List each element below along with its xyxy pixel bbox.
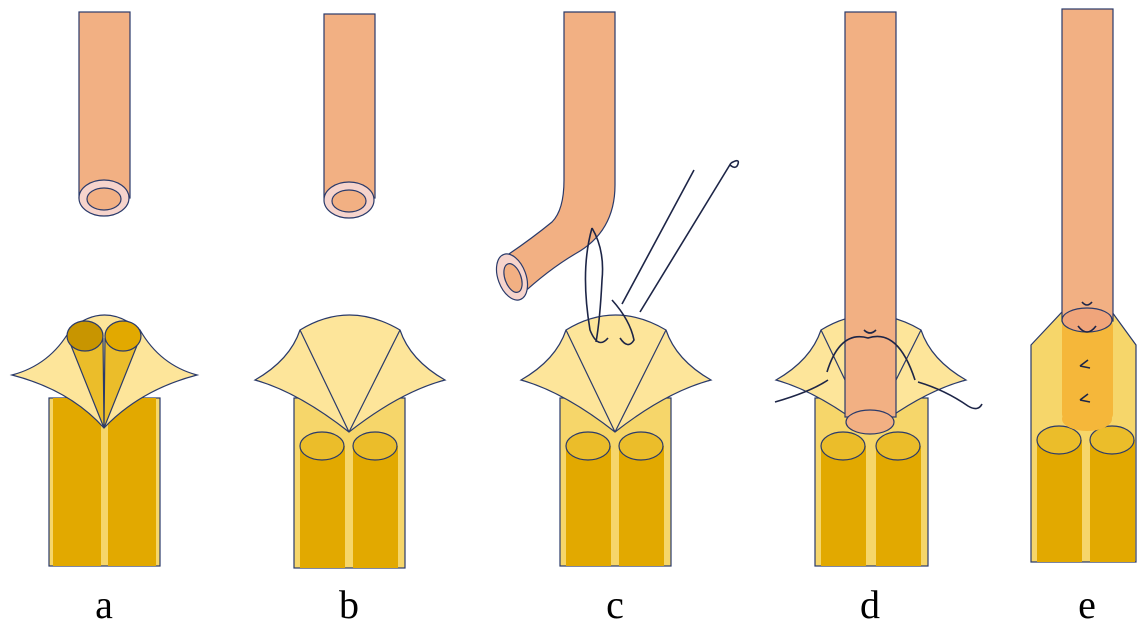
panel-d: d (775, 12, 982, 622)
panel-e: e (1031, 9, 1136, 622)
tube-c (491, 12, 615, 304)
panel-a: a (12, 12, 197, 622)
panel-label-a: a (95, 582, 113, 622)
panel-label-d: d (860, 582, 880, 622)
panel-label-b: b (339, 582, 359, 622)
panel-label-e: e (1078, 582, 1096, 622)
panel-c: c (491, 12, 739, 622)
panel-label-c: c (606, 582, 624, 622)
panel-b: b (255, 14, 445, 622)
cuff-a (12, 315, 197, 428)
cuff-c (521, 315, 711, 432)
cuff-b (255, 315, 445, 432)
tube-d (845, 12, 896, 434)
tube-b (324, 14, 375, 218)
tube-a (79, 12, 130, 216)
